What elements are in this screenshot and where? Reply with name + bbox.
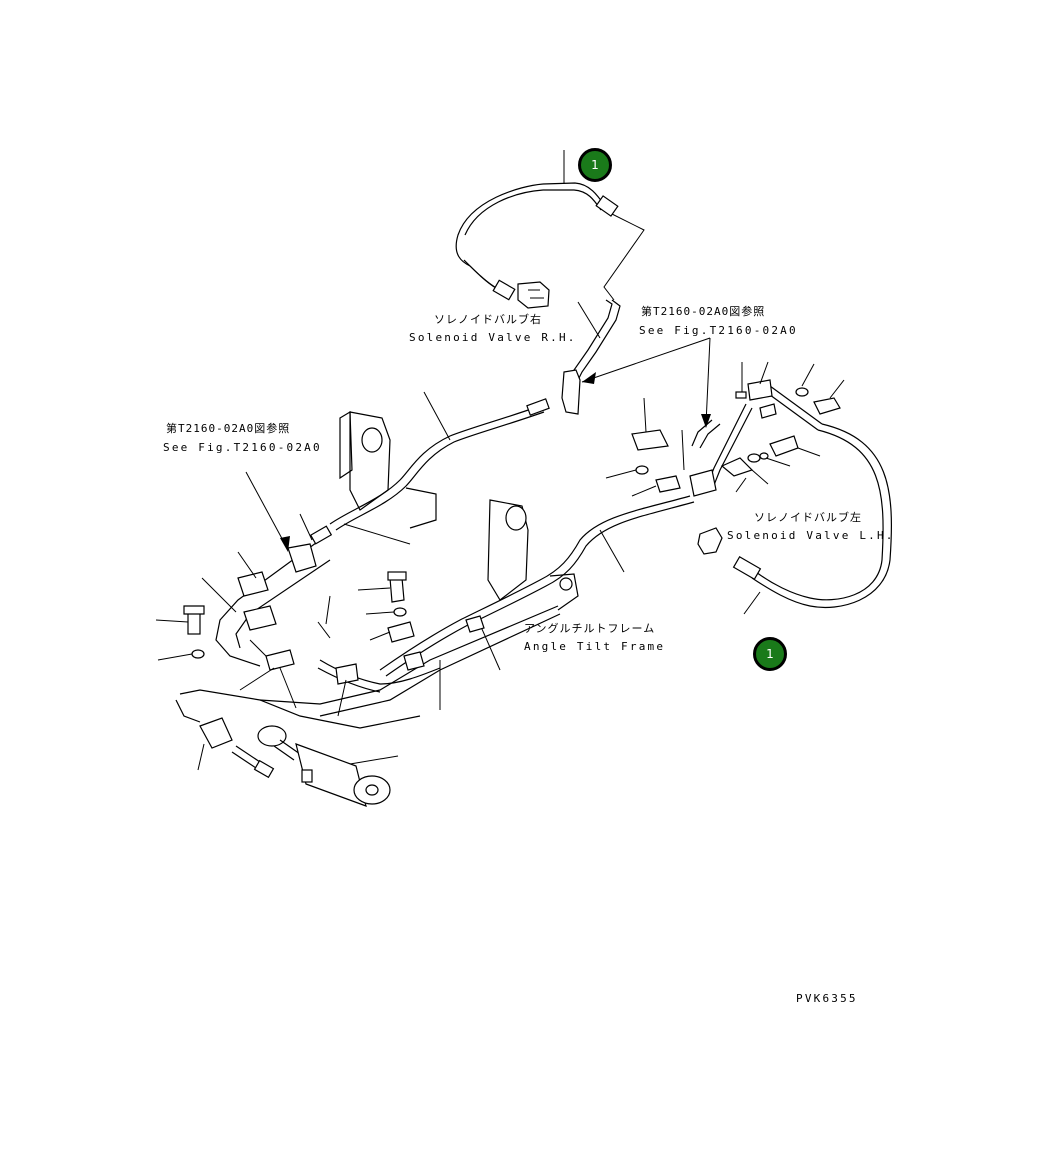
leader-lines-top — [561, 213, 711, 428]
right-bracket-parts — [681, 361, 845, 497]
solenoid-lh-label-en: Solenoid Valve L.H. — [727, 529, 895, 542]
angle-tilt-frame — [175, 410, 579, 729]
callout-number: 1 — [591, 158, 599, 172]
see-fig-right-label-en: See Fig.T2160-02A0 — [639, 324, 798, 337]
solenoid-rh-label-jp: ソレノイドバルブ右 — [434, 313, 542, 326]
angle-tilt-frame-label-en: Angle Tilt Frame — [524, 640, 666, 653]
upper-hose — [455, 150, 619, 309]
see-fig-right-label-jp: 第T2160-02A0図参照 — [641, 305, 766, 318]
drawing-code: PVK6355 — [796, 992, 858, 1005]
solenoid-lh-label-jp: ソレノイドバルブ左 — [754, 511, 862, 524]
left-fittings — [155, 471, 501, 717]
lh-hose — [697, 385, 892, 615]
angle-tilt-frame-label-jp: アングルチルトフレーム — [524, 622, 656, 635]
middle-parts — [605, 397, 681, 497]
tilt-cylinder — [197, 717, 399, 807]
see-fig-left-label-jp: 第T2160-02A0図参照 — [166, 422, 291, 435]
solenoid-rh-label-en: Solenoid Valve R.H. — [409, 331, 577, 344]
callout-marker[interactable]: 1 — [753, 637, 787, 671]
see-fig-left-label-en: See Fig.T2160-02A0 — [163, 441, 322, 454]
callout-marker[interactable]: 1 — [578, 148, 612, 182]
callout-number: 1 — [766, 647, 774, 661]
